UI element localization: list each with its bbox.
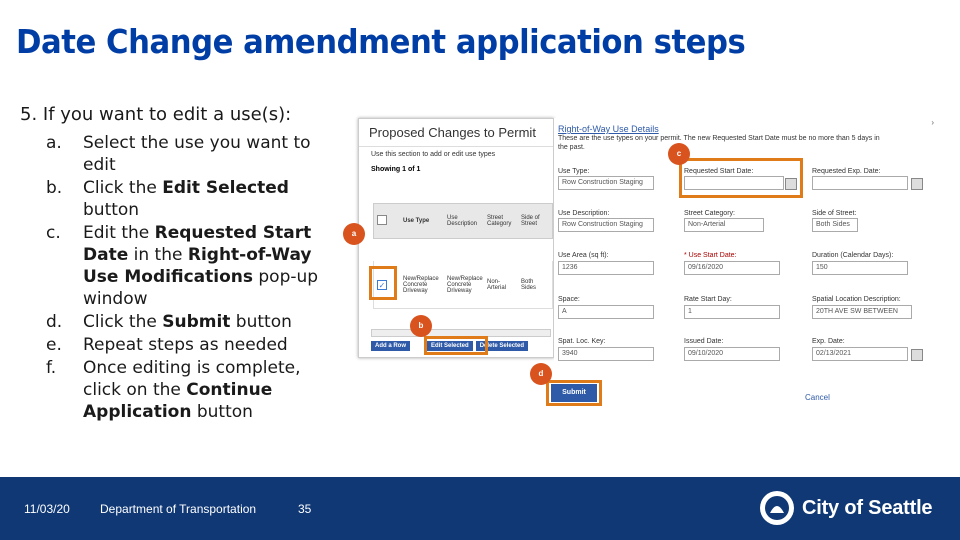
marker-b: b xyxy=(410,315,432,337)
highlight-submit xyxy=(546,380,602,406)
add-row-button[interactable]: Add a Row xyxy=(371,341,410,351)
table-button-bar: Add a Row Edit Selected Delete Selected xyxy=(371,341,529,351)
delete-selected-button[interactable]: Delete Selected xyxy=(475,341,529,351)
step-e: e.Repeat steps as needed xyxy=(46,335,288,355)
use-description-field[interactable]: Row Construction Staging xyxy=(558,218,654,232)
highlight-requested-start-date xyxy=(679,158,803,198)
panel-subtitle: Use this section to add or edit use type… xyxy=(371,151,496,158)
spatial-location-field[interactable]: 20TH AVE SW BETWEEN xyxy=(812,305,912,319)
close-mark: › xyxy=(931,118,934,127)
step-c: c.Edit the Requested Start Date in the R… xyxy=(46,223,319,309)
table-header: Use Type Use Description Street Category… xyxy=(373,203,553,239)
step-b: b.Click the Edit Selected button xyxy=(46,178,289,220)
row-checkbox[interactable]: ✓ xyxy=(377,279,387,290)
row-count: Showing 1 of 1 xyxy=(371,166,421,173)
use-type-field[interactable]: Row Construction Staging xyxy=(558,176,654,190)
panel-title: Proposed Changes to Permit xyxy=(359,119,553,147)
city-seal-icon xyxy=(760,491,794,525)
marker-d: d xyxy=(530,363,552,385)
marker-a: a xyxy=(343,223,365,245)
row-use-details-panel: Right-of-Way Use Details These are the u… xyxy=(554,118,934,408)
uses-table: Use Type Use Description Street Category… xyxy=(373,203,553,309)
slide-title: Date Change amendment application steps xyxy=(16,22,746,61)
details-note-2: the past. xyxy=(558,144,585,151)
calendar-icon[interactable] xyxy=(785,178,797,190)
highlight-edit-selected xyxy=(424,336,488,355)
calendar-icon[interactable] xyxy=(911,349,923,361)
cancel-link[interactable]: Cancel xyxy=(805,393,830,402)
footer-department: Department of Transportation xyxy=(100,502,257,516)
rate-start-day-field[interactable]: 1 xyxy=(684,305,780,319)
use-area-field[interactable]: 1236 xyxy=(558,261,654,275)
duration-field[interactable]: 150 xyxy=(812,261,908,275)
marker-c: c xyxy=(668,143,690,165)
highlight-row-checkbox xyxy=(369,266,397,300)
space-field[interactable]: A xyxy=(558,305,654,319)
requested-exp-date-field[interactable] xyxy=(812,176,908,190)
side-of-street-field[interactable]: Both Sides xyxy=(812,218,858,232)
step-a: a.Select the use you want to edit xyxy=(46,133,311,175)
step-list: a.Select the use you want to edit b.Clic… xyxy=(46,132,336,424)
footer-date: 11/03/20 xyxy=(24,502,70,516)
footer: 11/03/20 Department of Transportation 35… xyxy=(0,477,960,540)
select-all-checkbox[interactable] xyxy=(377,215,387,225)
city-logo: City of Seattle xyxy=(760,491,933,525)
submit-button[interactable]: Submit xyxy=(551,384,597,402)
proposed-changes-panel: Proposed Changes to Permit Use this sect… xyxy=(358,118,554,358)
street-category-field[interactable]: Non-Arterial xyxy=(684,218,764,232)
issued-date-field[interactable]: 09/10/2020 xyxy=(684,347,780,361)
table-row[interactable]: ✓ New/Replace Concrete Driveway New/Repl… xyxy=(373,261,553,309)
details-note: These are the use types on your permit. … xyxy=(558,135,880,142)
page-number: 35 xyxy=(298,502,312,516)
step-f: f.Once editing is complete, click on the… xyxy=(46,358,301,422)
calendar-icon[interactable] xyxy=(911,178,923,190)
requested-start-date-field[interactable] xyxy=(684,176,784,190)
details-title: Right-of-Way Use Details xyxy=(558,124,659,134)
exp-date-field[interactable]: 02/13/2021 xyxy=(812,347,908,361)
use-start-date-field[interactable]: 09/16/2020 xyxy=(684,261,780,275)
brand-name: City of Seattle xyxy=(802,496,933,519)
main-step: 5. If you want to edit a use(s): xyxy=(20,104,292,125)
edit-selected-button[interactable]: Edit Selected xyxy=(427,341,473,351)
spat-loc-key-field[interactable]: 3940 xyxy=(558,347,654,361)
step-d: d.Click the Submit button xyxy=(46,312,292,332)
